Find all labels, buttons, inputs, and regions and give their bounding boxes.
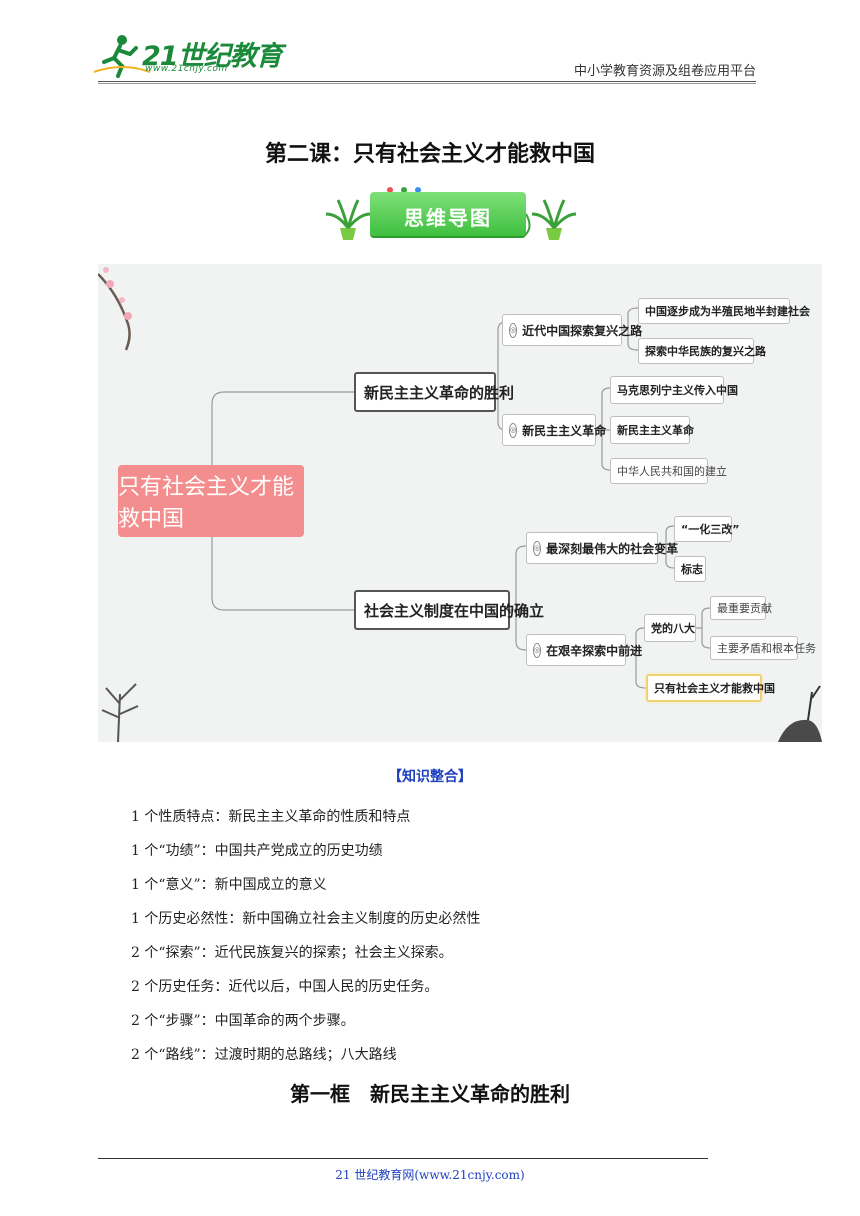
leaf-semi-colonial: 中国逐步成为半殖民地半封建社会 [638,298,810,324]
blossom-branch-icon [98,267,132,351]
node-label: 新民主主义革命 [522,423,607,438]
platform-name: 中小学教育资源及组卷应用平台 [574,64,757,79]
topic-icon: ◎ [509,322,518,338]
mindmap-root: 只有社会主义才能救中国 [118,465,304,537]
plant-left-icon [325,199,371,240]
node-label: 在艰辛探索中前进 [546,643,643,658]
page-title: 第二课：只有社会主义才能救中国 [264,141,595,167]
runner-logo-icon [93,35,151,78]
node-social-transformation: ◎ 最深刻最伟大的社会变革 [526,532,678,564]
leaf-explore-rejuvenation: 探索中华民族的复兴之路 [638,338,766,364]
mindmap-banner [370,192,526,236]
footer-divider [98,1158,708,1159]
mindmap-banner-label: 思维导图 [404,206,492,230]
knowledge-line: 2 个“路线”：过渡时期的总路线；八大路线 [131,1047,397,1063]
leaf-eighth-congress: 党的八大 [644,614,696,642]
node-label: 近代中国探索复兴之路 [522,323,643,338]
leaf-prc-founded: 中华人民共和国的建立 [610,458,727,484]
section-title: 【知识整合】 [388,769,472,785]
branch-socialism-established: 社会主义制度在中国的确立 [354,590,544,630]
knowledge-line: 2 个“探索”：近代民族复兴的探索；社会主义探索。 [131,945,453,961]
leaf-symbol: 标志 [674,556,706,582]
leaf-one-transformation-three-reforms: “一化三改” [674,516,739,542]
knowledge-line: 2 个“步骤”：中国革命的两个步骤。 [131,1013,355,1029]
rock-plant-icon [778,685,822,742]
node-rejuvenation-path: ◎ 近代中国探索复兴之路 [502,314,642,346]
logo-url: www.21cnjy.com [145,64,228,74]
node-new-democratic-revolution: ◎ 新民主主义革命 [502,414,606,446]
leaf-main-contradiction: 主要矛盾和根本任务 [710,636,816,660]
knowledge-line: 1 个“意义”：新中国成立的意义 [131,877,327,893]
header-divider-2 [98,83,756,84]
leaf-only-socialism: 只有社会主义才能救中国 [646,674,775,702]
knowledge-line: 1 个“功绩”：中国共产党成立的历史功绩 [131,843,383,859]
topic-icon: ◎ [533,642,542,658]
leaf-new-democratic-revolution: 新民主主义革命 [610,416,694,444]
plant-right-icon [531,199,577,240]
mindmap: 只有社会主义才能救中国 新民主主义革命的胜利 社会主义制度在中国的确立 ◎ 近代中… [98,264,822,742]
node-arduous-exploration: ◎ 在艰辛探索中前进 [526,634,642,666]
subsection-title: 第一框 新民主主义革命的胜利 [290,1082,570,1106]
node-label: 最深刻最伟大的社会变革 [546,541,679,556]
leaf-marxism-introduced: 马克思列宁主义传入中国 [610,376,738,404]
topic-icon: ◎ [509,422,518,438]
knowledge-line: 1 个性质特点：新民主主义革命的性质和特点 [131,809,411,825]
tree-silhouette-icon [101,683,139,742]
logo [92,32,262,78]
mindmap-connectors [211,307,711,689]
banner-decoration [325,187,577,240]
knowledge-line: 2 个历史任务：近代以后，中国人民的历史任务。 [131,979,439,995]
topic-icon: ◎ [533,540,542,556]
footer-link[interactable]: 21 世纪教育网(www.21cnjy.com) [335,1168,525,1182]
header-divider [98,81,756,82]
leaf-most-important-contribution: 最重要贡献 [710,596,772,620]
knowledge-line: 1 个历史必然性：新中国确立社会主义制度的历史必然性 [131,911,481,927]
branch-revolution-victory: 新民主主义革命的胜利 [354,372,514,412]
logo-text: 21世纪教育 [142,41,283,72]
